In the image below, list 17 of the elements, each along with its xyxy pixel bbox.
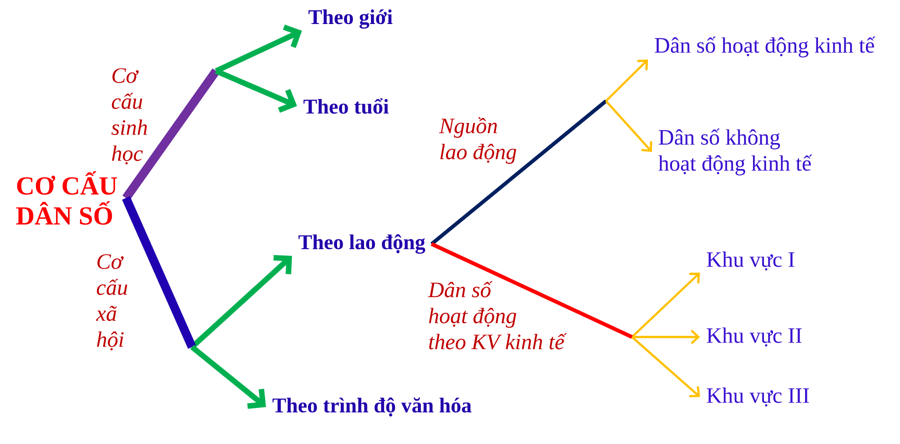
branch-arrow: [430, 242, 700, 398]
category-label: Theo giới: [308, 9, 392, 29]
branch-arrow: [430, 100, 652, 246]
edge-label: Cơ cấu xã hội: [96, 254, 128, 350]
category-label: Theo tuổi: [304, 98, 389, 114]
category-label: Khu vực II: [706, 328, 802, 346]
branch-arrow: [122, 196, 266, 409]
root-label: CƠ CẤU DÂN SỐ: [16, 171, 117, 225]
category-label: Theo trình độ văn hóa: [272, 398, 472, 416]
category-label: Dân số hoạt động kinh tế: [654, 36, 876, 58]
edge-label: Dân số hoạt động theo KV kinh tế: [428, 281, 567, 350]
category-label: Khu vực III: [706, 388, 809, 406]
category-label: Dân số không hoạt động kinh tế: [658, 128, 812, 176]
category-label: Khu vực I: [706, 252, 794, 270]
edge-label: Nguồn lao động: [439, 117, 516, 164]
category-label: Theo lao động: [298, 234, 426, 254]
edge-label: Cơ cấu sinh học: [111, 68, 147, 164]
